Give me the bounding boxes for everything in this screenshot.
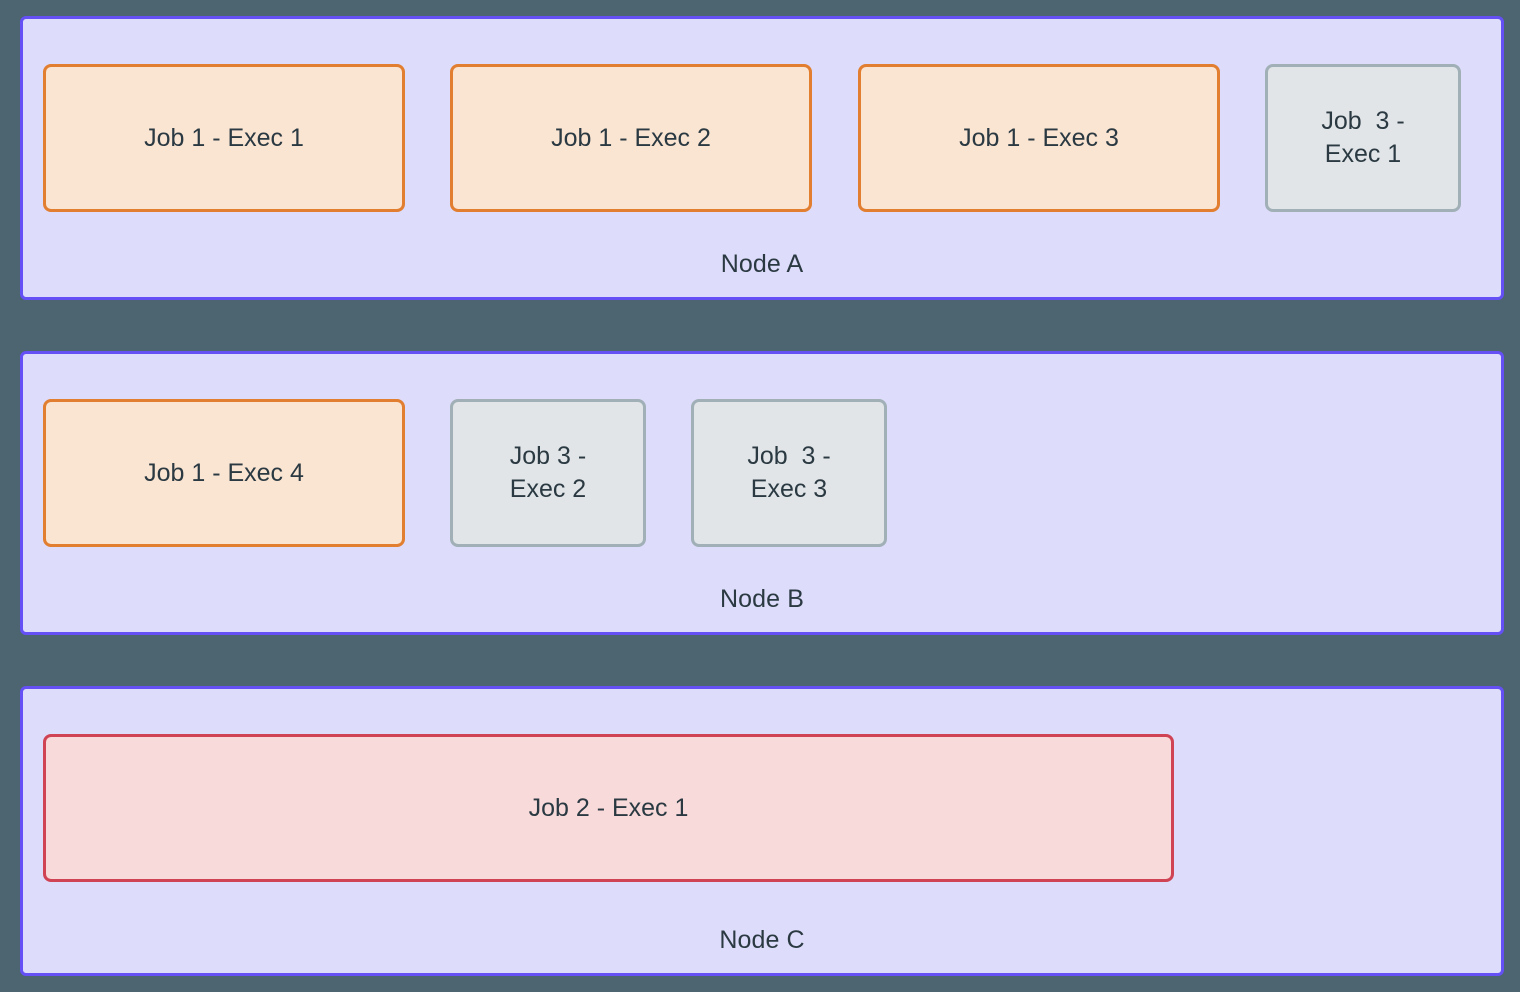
task-box-job3-exec1[interactable]: Job 3 - Exec 1 (1265, 64, 1461, 212)
task-box-job1-exec2[interactable]: Job 1 - Exec 2 (450, 64, 812, 212)
task-box-job1-exec4[interactable]: Job 1 - Exec 4 (43, 399, 405, 547)
node-label-b: Node B (720, 585, 804, 613)
task-box-job1-exec1[interactable]: Job 1 - Exec 1 (43, 64, 405, 212)
node-label-a: Node A (720, 250, 804, 278)
node-container-c[interactable]: Job 2 - Exec 1 Node C (20, 686, 1504, 976)
node-container-a[interactable]: Job 1 - Exec 1 Job 1 - Exec 2 Job 1 - Ex… (20, 16, 1504, 300)
node-container-b[interactable]: Job 1 - Exec 4 Job 3 - Exec 2 Job 3 - Ex… (20, 351, 1504, 635)
node-label-c: Node C (719, 926, 805, 954)
task-box-job3-exec2[interactable]: Job 3 - Exec 2 (450, 399, 646, 547)
task-box-job1-exec3[interactable]: Job 1 - Exec 3 (858, 64, 1220, 212)
task-box-job2-exec1[interactable]: Job 2 - Exec 1 (43, 734, 1174, 882)
task-box-job3-exec3[interactable]: Job 3 - Exec 3 (691, 399, 887, 547)
